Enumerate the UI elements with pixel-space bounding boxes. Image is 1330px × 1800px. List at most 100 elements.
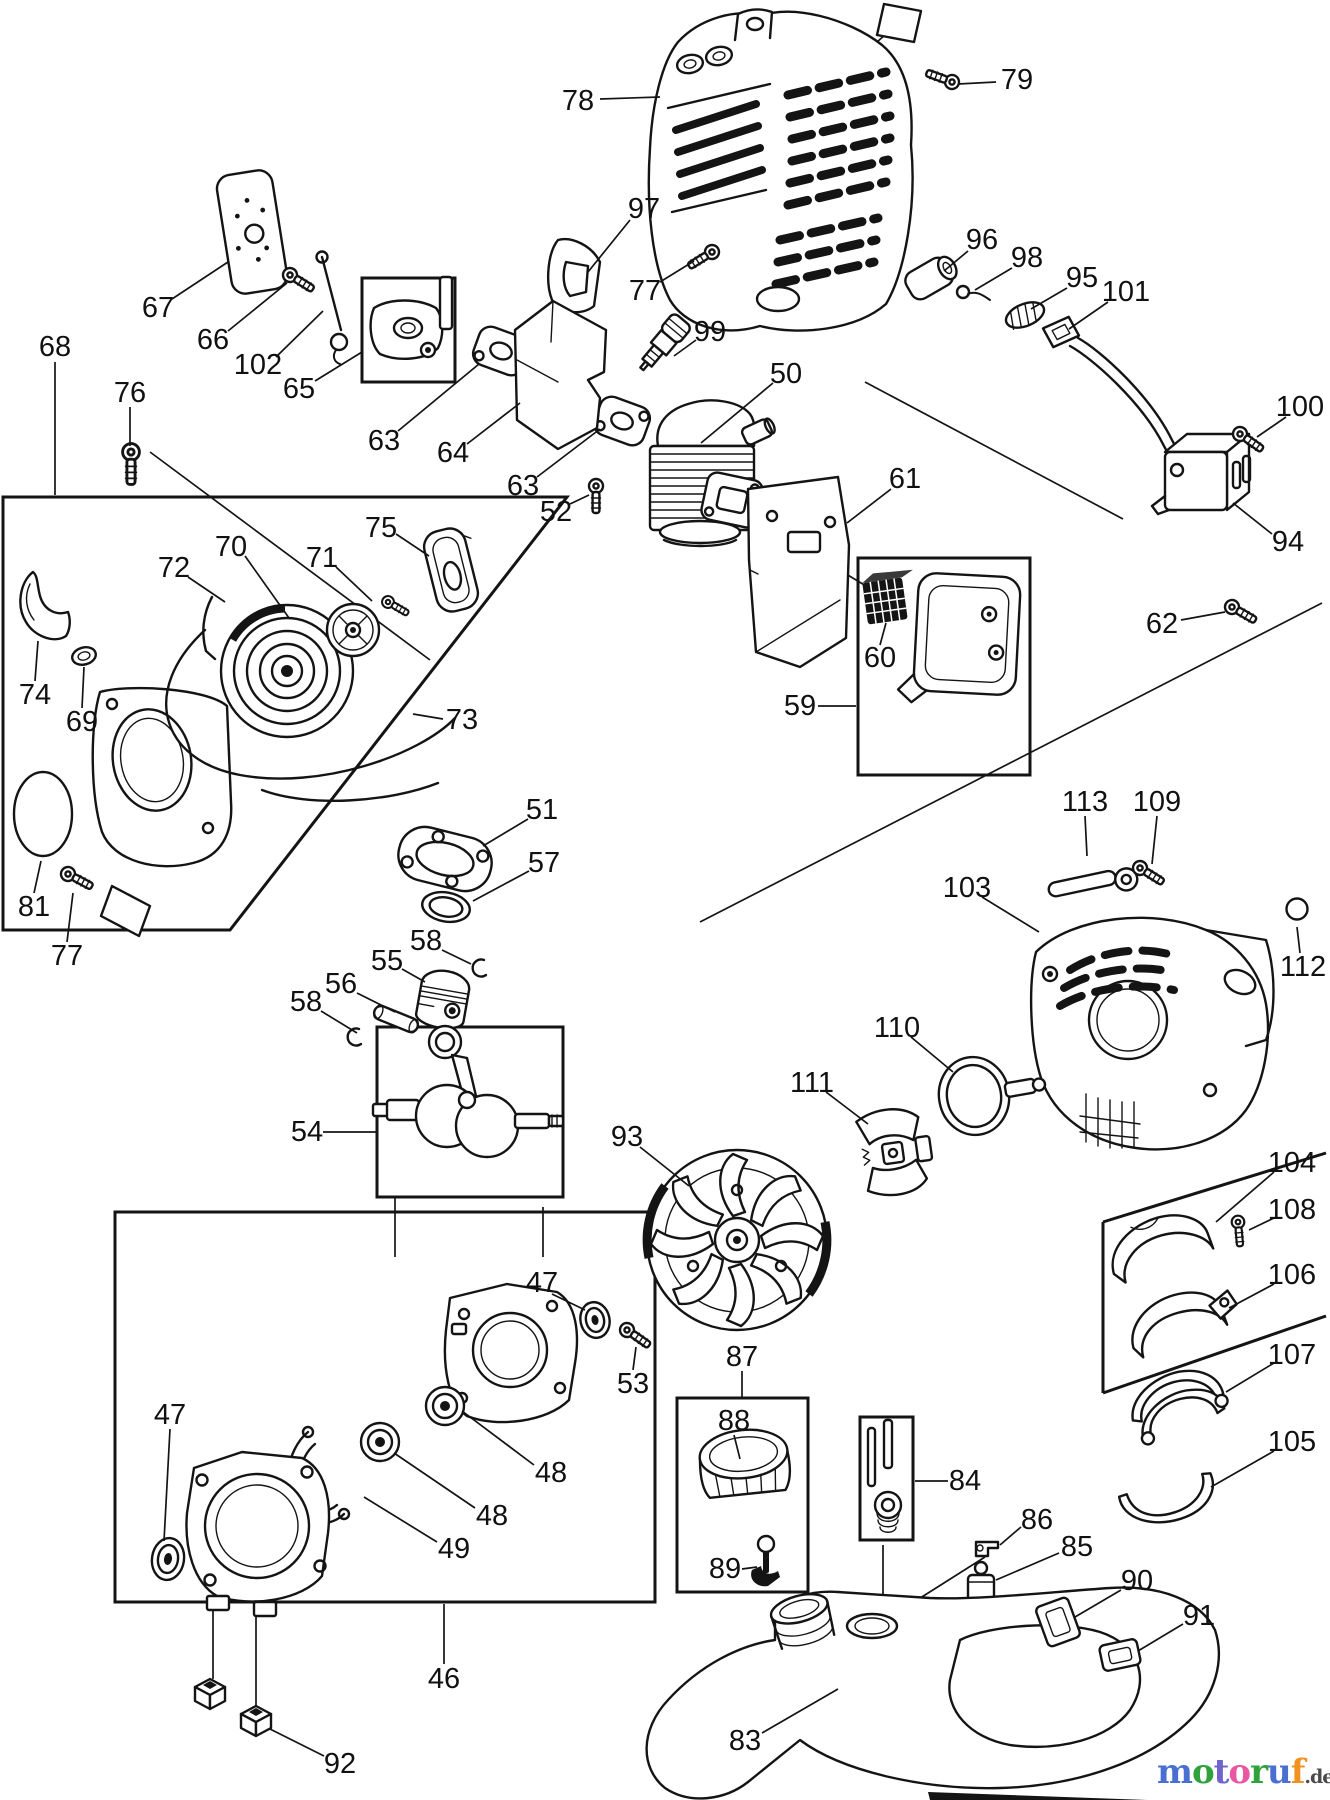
part-label-99: 99 xyxy=(694,316,726,348)
leader-line-47a xyxy=(163,1428,171,1542)
box-insulator-65 xyxy=(360,276,457,384)
circlip-58b-drawing xyxy=(346,1027,363,1047)
part-label-91: 91 xyxy=(1183,1600,1215,1632)
rope-guide-75-drawing xyxy=(422,527,480,613)
part-label-76: 76 xyxy=(114,377,146,409)
leader-line-95 xyxy=(1030,287,1068,310)
part-label-81: 81 xyxy=(18,891,50,923)
logo-letter: f xyxy=(1290,1752,1306,1792)
cap-retainer-89-drawing xyxy=(751,1534,780,1587)
logo-letter: m xyxy=(1157,1752,1193,1792)
part-label-77b: 77 xyxy=(51,940,83,972)
motoruf-logo[interactable]: motoruf.de xyxy=(1157,1752,1330,1792)
part-label-88: 88 xyxy=(718,1405,750,1437)
logo-letter: r xyxy=(1250,1752,1268,1792)
leader-line-99 xyxy=(673,339,697,357)
leader-line-65 xyxy=(314,351,363,382)
part-label-113: 113 xyxy=(1062,786,1108,818)
part-label-64: 64 xyxy=(437,437,469,469)
clutch-case-103-drawing xyxy=(1029,916,1275,1151)
part-label-69: 69 xyxy=(66,706,98,738)
leader-line-105 xyxy=(1210,1450,1275,1488)
ring-112-drawing xyxy=(1285,897,1309,921)
part-label-54: 54 xyxy=(291,1116,323,1148)
clamp-106-drawing xyxy=(1131,1289,1238,1359)
leader-line-96 xyxy=(943,250,969,272)
fuel-filter-85-drawing xyxy=(966,1560,996,1603)
part-label-58a: 58 xyxy=(410,925,442,957)
part-label-84: 84 xyxy=(949,1465,981,1497)
leader-line-110 xyxy=(910,1036,954,1073)
part-label-53: 53 xyxy=(617,1368,649,1400)
screw-79-drawing xyxy=(923,64,963,93)
leader-line-47b xyxy=(551,1293,586,1311)
part-label-59: 59 xyxy=(784,690,816,722)
leader-line-85 xyxy=(995,1552,1060,1581)
part-label-57: 57 xyxy=(528,847,560,879)
clamp-107-drawing xyxy=(1131,1369,1229,1446)
logo-letter: u xyxy=(1267,1752,1292,1792)
rewind-spring-72-drawing xyxy=(202,595,217,661)
spacer-plate-drawing xyxy=(99,884,152,938)
leader-line-58b xyxy=(320,1010,358,1034)
leader-line-106 xyxy=(1228,1283,1275,1309)
part-label-55: 55 xyxy=(371,945,403,977)
part-label-46: 46 xyxy=(428,1663,460,1695)
bearing-48a-drawing xyxy=(359,1421,401,1463)
oil-seal-47b-drawing xyxy=(579,1300,611,1340)
box-fuel-cap-87 xyxy=(675,1396,810,1594)
heat-shield-64-drawing xyxy=(438,275,608,451)
part-label-74: 74 xyxy=(19,679,51,711)
part-label-95: 95 xyxy=(1066,262,1098,294)
clutch-drum-110-drawing xyxy=(937,1055,1047,1137)
leader-line-66 xyxy=(227,282,288,332)
leader-line-52 xyxy=(569,494,590,505)
part-label-107: 107 xyxy=(1268,1339,1316,1371)
crankshaft-54-drawing xyxy=(371,1024,565,1159)
box-crankcase-46 xyxy=(113,1210,657,1604)
leader-line-60 xyxy=(879,622,887,646)
square-nut-92b-drawing xyxy=(239,1704,273,1738)
box-muffler-59 xyxy=(856,556,1032,777)
box-clamp-group xyxy=(1101,1151,1327,1395)
breather-84-drawing xyxy=(866,1418,903,1533)
part-label-100: 100 xyxy=(1276,391,1324,423)
leader-line-77a xyxy=(659,260,695,283)
leader-line-51 xyxy=(482,818,529,847)
crankcase-left-half-drawing xyxy=(185,1450,331,1618)
part-label-94: 94 xyxy=(1272,526,1304,558)
part-label-58b: 58 xyxy=(290,986,322,1018)
leader-line-91 xyxy=(1137,1623,1184,1652)
part-label-50: 50 xyxy=(770,358,802,390)
cylinder-50-drawing xyxy=(648,399,776,548)
logo-letter: o xyxy=(1191,1752,1215,1792)
clutch-111-drawing xyxy=(855,1108,934,1197)
ignition-coil-94-drawing xyxy=(1150,432,1252,516)
logo-suffix: .de xyxy=(1304,1766,1330,1788)
part-label-83: 83 xyxy=(729,1725,761,1757)
piston-pin-56-drawing xyxy=(372,1004,420,1034)
part-label-49: 49 xyxy=(438,1533,470,1565)
washer-101-drawing xyxy=(1041,315,1081,349)
part-label-79: 79 xyxy=(1001,64,1033,96)
starter-rope-73-drawing xyxy=(165,628,457,802)
part-label-98: 98 xyxy=(1011,242,1043,274)
part-label-110: 110 xyxy=(874,1012,920,1044)
circlip-58a-drawing xyxy=(471,958,488,978)
part-label-73: 73 xyxy=(446,704,478,736)
part-label-47a: 47 xyxy=(154,1399,186,1431)
bracket-61-drawing xyxy=(746,475,851,669)
plug-cap-96-drawing xyxy=(904,255,958,301)
part-label-85: 85 xyxy=(1061,1531,1093,1563)
leader-line-112 xyxy=(1296,926,1301,954)
screw-77-bottom-drawing xyxy=(57,863,97,895)
part-label-96: 96 xyxy=(966,224,998,256)
grommet-86-drawing xyxy=(974,1540,1000,1558)
leader-line-69 xyxy=(81,666,85,709)
leader-line-83 xyxy=(761,1688,839,1734)
logo-letter: t xyxy=(1213,1752,1230,1792)
leader-line-104 xyxy=(1215,1171,1275,1223)
muffler-body-drawing xyxy=(896,572,1022,704)
